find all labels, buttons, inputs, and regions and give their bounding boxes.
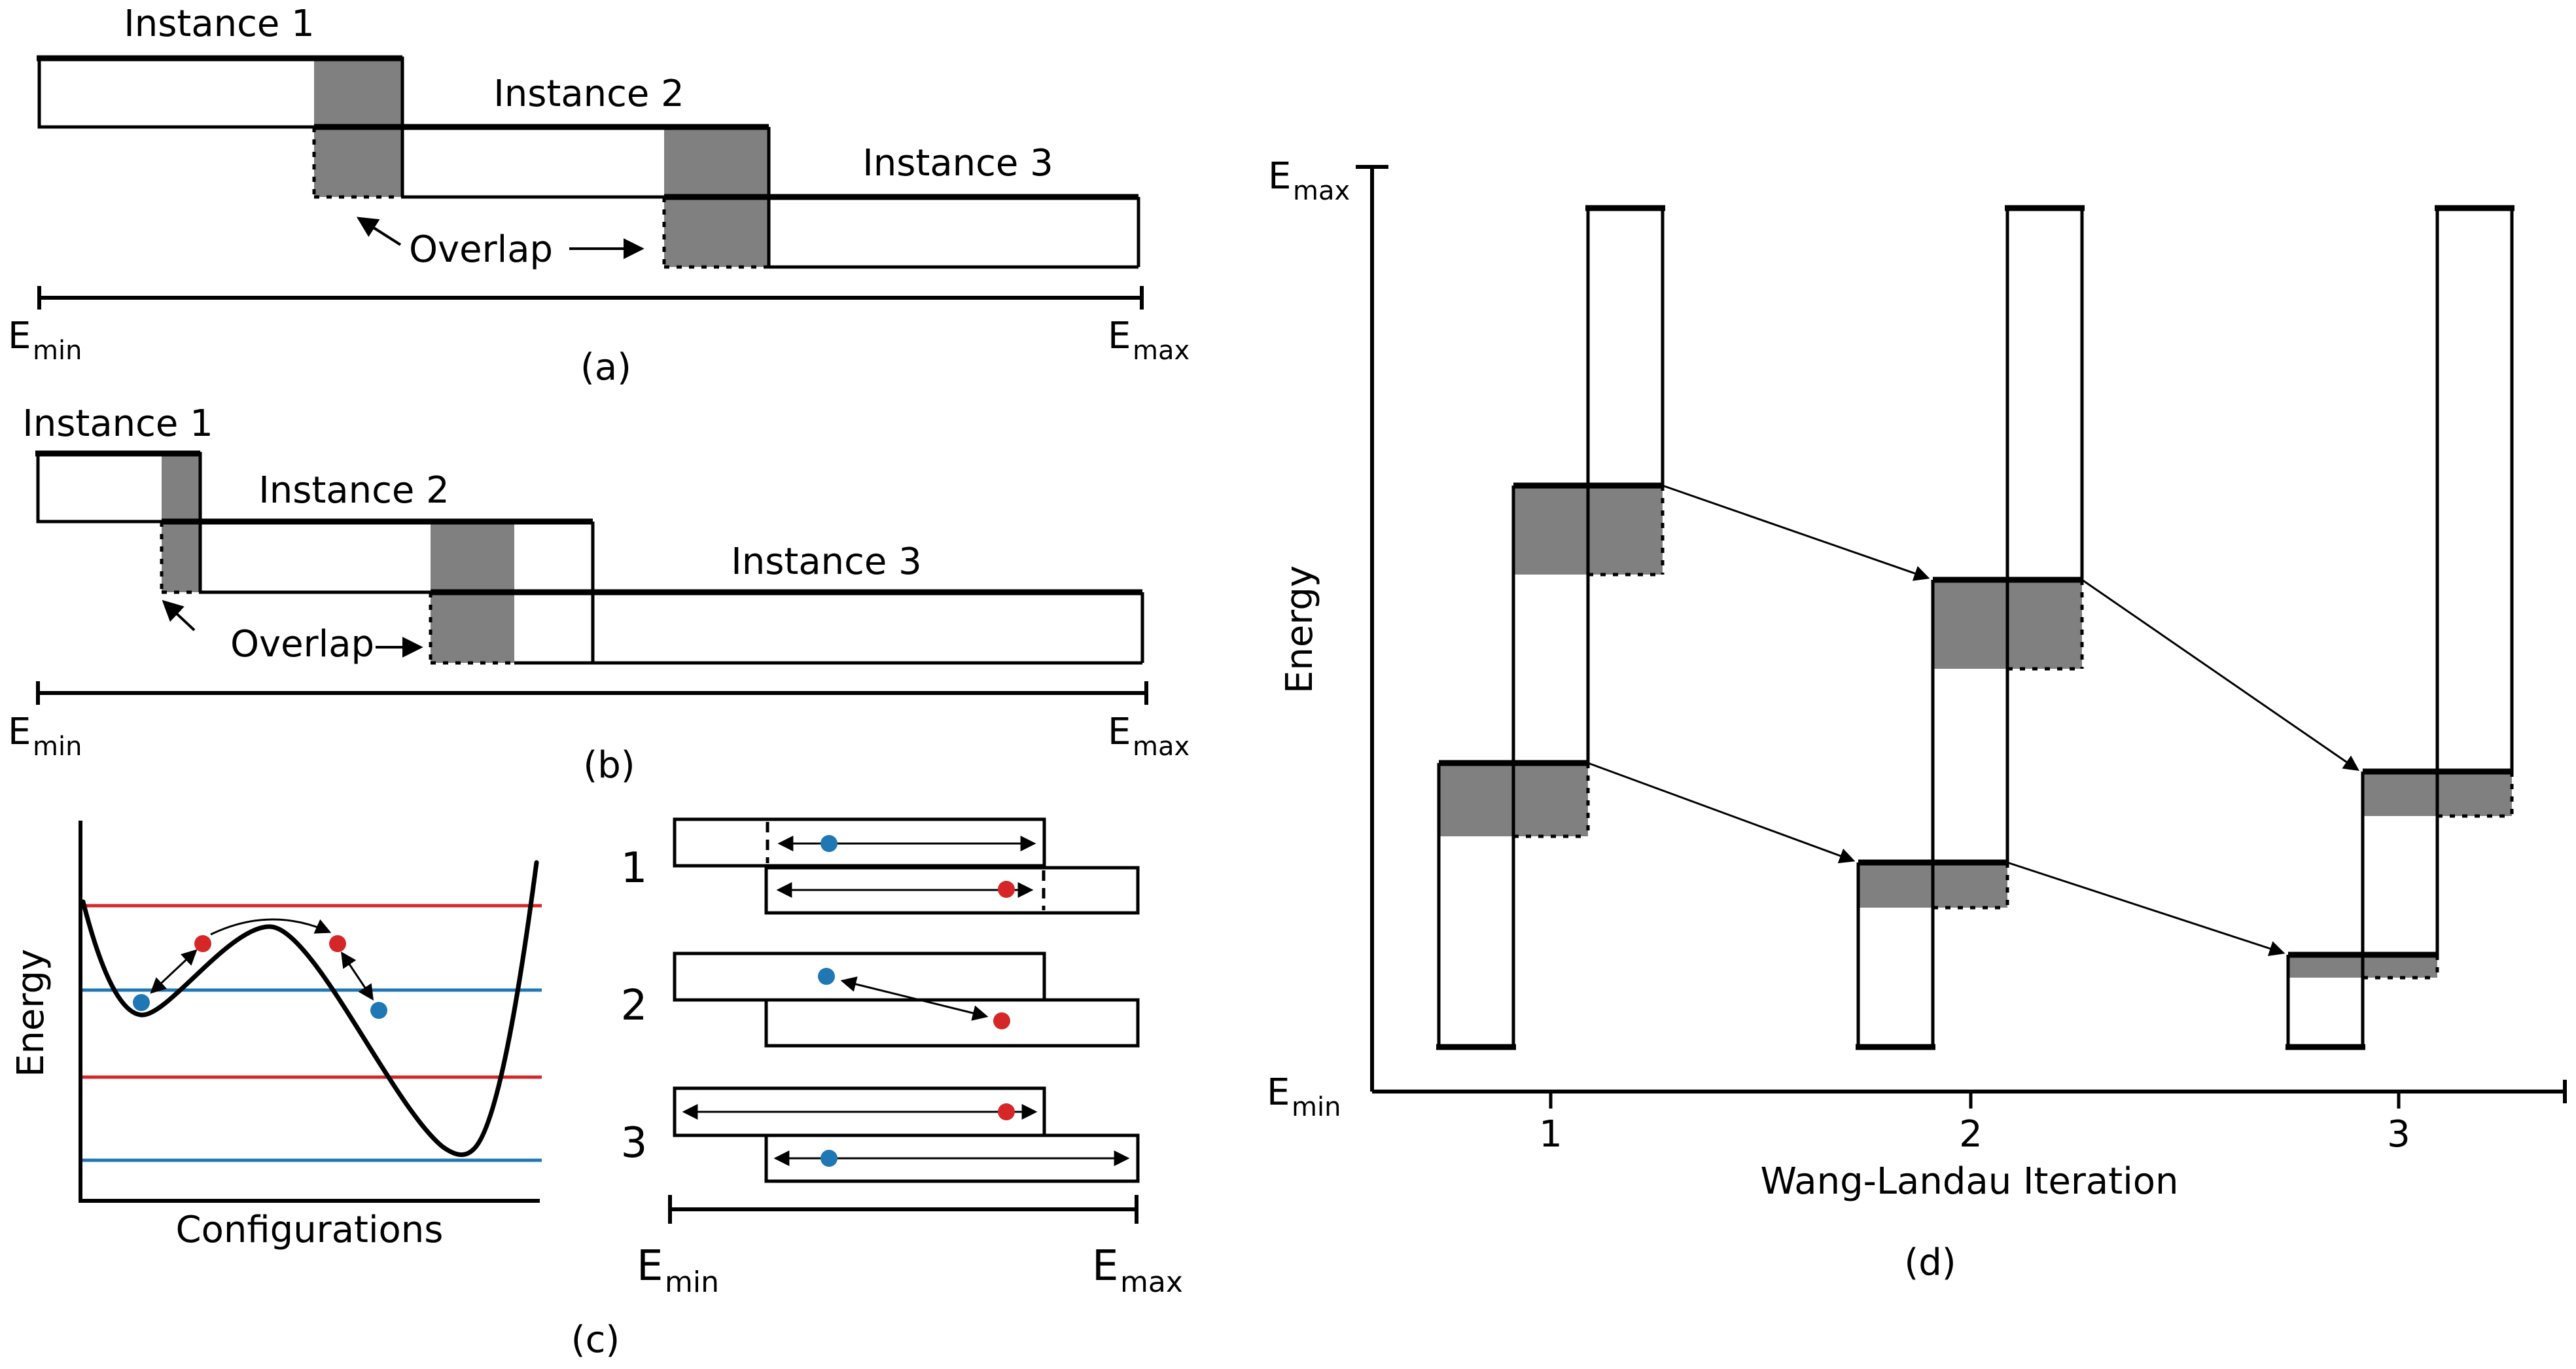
exchange-row-2 bbox=[673, 951, 1140, 1048]
red-walker-dot-landscape-2 bbox=[329, 935, 346, 952]
e-max-label-b: E bbox=[1108, 711, 1131, 753]
e-max-label-a: E bbox=[1108, 315, 1131, 357]
e-min-label-d: E bbox=[1267, 1071, 1290, 1114]
tick-label-3: 3 bbox=[2387, 1113, 2410, 1156]
instance-3-window-b bbox=[429, 589, 1144, 665]
panel-letter-b: (b) bbox=[583, 744, 635, 787]
panel-letter-d: (d) bbox=[1904, 1241, 1956, 1284]
energy-axis-a bbox=[37, 286, 1144, 310]
tick-label-1: 1 bbox=[1539, 1113, 1562, 1156]
x-axis-label-c: Configurations bbox=[176, 1209, 444, 1251]
e-min-sub-d: min bbox=[1292, 1092, 1341, 1122]
instance-1-window-a bbox=[37, 55, 404, 197]
x-axis-label-d: Wang-Landau Iteration bbox=[1760, 1160, 2178, 1203]
instance-1-window-b bbox=[35, 450, 202, 592]
red-walker-dot-row3 bbox=[998, 1103, 1015, 1120]
exchange-arrow-left-well bbox=[150, 949, 198, 994]
instance-3-window-a bbox=[662, 194, 1140, 269]
e-max-label-c: E bbox=[1092, 1242, 1118, 1290]
y-axis-label-c: Energy bbox=[10, 949, 52, 1077]
e-min-label-b: E bbox=[8, 711, 31, 753]
instance-1-label-a: Instance 1 bbox=[124, 3, 315, 45]
energy-axis-b bbox=[36, 681, 1148, 705]
overlap-pointer-arrow-a1 bbox=[356, 217, 402, 246]
replica-swap-arrow-row2 bbox=[840, 976, 989, 1021]
red-walker-dot-landscape-1 bbox=[194, 935, 211, 952]
instance-1-label-b: Instance 1 bbox=[22, 402, 213, 445]
x-axis-d bbox=[1372, 1080, 2567, 1109]
e-max-sub-d: max bbox=[1293, 176, 1350, 206]
e-max-sub-a: max bbox=[1133, 336, 1190, 366]
overlap-label-b: Overlap bbox=[230, 623, 374, 666]
instance-3-label-b: Instance 3 bbox=[731, 541, 922, 583]
instance-2-label-a: Instance 2 bbox=[493, 73, 684, 115]
tick-label-2: 2 bbox=[1959, 1113, 1983, 1156]
iteration-3-windows bbox=[2285, 205, 2514, 1050]
panel-d: E max E min Energy 1 2 3 Wang-Landau Ite… bbox=[1267, 155, 2567, 1284]
panel-letter-c: (c) bbox=[571, 1319, 620, 1361]
row-label-3: 3 bbox=[621, 1119, 648, 1167]
e-min-sub-b: min bbox=[33, 732, 82, 762]
blue-walker-dot-landscape-1 bbox=[133, 994, 150, 1011]
blue-walker-dot-landscape-2 bbox=[370, 1002, 387, 1019]
overlap-propagation-arrow-upper-1to2 bbox=[1662, 484, 1930, 581]
e-max-sub-b: max bbox=[1133, 732, 1190, 762]
e-min-sub-a: min bbox=[33, 336, 82, 366]
exchange-row-3 bbox=[673, 1086, 1140, 1183]
panel-c-landscape: Energy Configurations (c) bbox=[10, 821, 620, 1361]
overlap-propagation-arrow-upper-2to3 bbox=[2081, 578, 2359, 772]
y-axis-d bbox=[1356, 165, 1388, 1092]
panel-a: Instance 1 Instance 2 Instance 3 Overlap… bbox=[8, 3, 1190, 389]
overlap-propagation-arrow-lower-2to3 bbox=[2007, 861, 2285, 957]
row-label-1: 1 bbox=[621, 844, 648, 893]
energy-axis-c-right bbox=[668, 1195, 1138, 1224]
overlap-pointer-arrow-b1 bbox=[162, 599, 196, 631]
iteration-2-windows bbox=[1856, 205, 2085, 1050]
row-label-2: 2 bbox=[621, 982, 648, 1030]
overlap-propagation-arrow-lower-1to2 bbox=[1587, 762, 1856, 864]
e-min-sub-c: min bbox=[665, 1266, 719, 1299]
exchange-arrow-right-well bbox=[341, 951, 374, 1001]
blue-walker-dot-row1 bbox=[820, 835, 838, 852]
energy-landscape-curve bbox=[80, 860, 539, 1157]
red-walker-dot-row1 bbox=[998, 881, 1015, 898]
e-min-label-c: E bbox=[637, 1242, 663, 1290]
panel-c-exchange-rows: 1 2 3 E min E max bbox=[621, 817, 1183, 1299]
blue-walker-dot-row2 bbox=[818, 968, 835, 985]
y-axis-label-d: Energy bbox=[1279, 565, 1321, 694]
e-max-sub-c: max bbox=[1120, 1266, 1183, 1299]
instance-2-label-b: Instance 2 bbox=[258, 469, 450, 512]
overlap-label-a: Overlap bbox=[409, 228, 553, 271]
e-min-label-a: E bbox=[8, 315, 31, 357]
instance-3-label-a: Instance 3 bbox=[862, 142, 1053, 185]
blue-walker-dot-row3 bbox=[820, 1150, 838, 1167]
exchange-row-1 bbox=[673, 817, 1140, 915]
panel-b: Instance 1 Instance 2 Instance 3 Overlap… bbox=[8, 402, 1190, 787]
panel-letter-a: (a) bbox=[580, 346, 631, 389]
red-walker-dot-row2 bbox=[993, 1012, 1010, 1029]
iteration-1-windows bbox=[1436, 205, 1665, 1050]
barrier-crossing-arrow bbox=[210, 918, 332, 936]
e-max-label-d: E bbox=[1268, 155, 1291, 198]
